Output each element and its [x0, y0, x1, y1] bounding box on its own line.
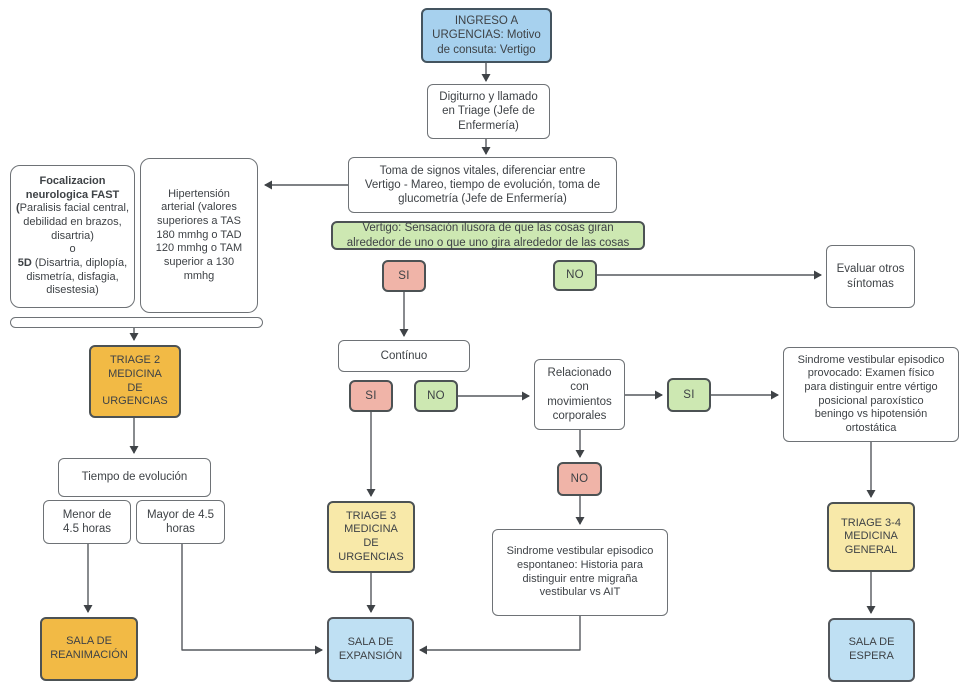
node-evaluar-otros-sintomas: Evaluar otros síntomas [826, 245, 915, 308]
node-sindrome-provocado: Sindrome vestibular episodico provocado:… [783, 347, 959, 442]
focalizacion-text-5d: (Disartria, diplopía, dismetría, disfagi… [26, 256, 128, 297]
node-relacionado-movimientos: Relacionado con movimientos corporales [534, 359, 625, 430]
node-menor-45-horas-label: Menor de 4.5 horas [62, 508, 112, 535]
decision-no-2-label: NO [427, 389, 445, 402]
decision-no-3: NO [557, 462, 602, 496]
node-digiturno: Digiturno y llamado en Triage (Jefe de E… [427, 84, 550, 139]
focalizacion-bold-fast: Focalizacion neurologica FAST ( [15, 175, 120, 215]
merge-bar [10, 317, 263, 328]
node-continuo-label: Contínuo [380, 349, 428, 362]
focalizacion-bold-5d: 5D [17, 256, 32, 269]
node-triage-3-4-label: TRIAGE 3-4 MEDICINA GENERAL [841, 516, 901, 556]
node-toma-signos: Toma de signos vitales, diferenciar entr… [348, 157, 617, 213]
node-sindrome-provocado-label: Sindrome vestibular episodico provocado:… [797, 353, 945, 434]
node-tiempo-evolucion: Tiempo de evolución [58, 458, 211, 497]
decision-no-1: NO [553, 260, 597, 291]
decision-si-3-label: SI [683, 388, 695, 401]
decision-no-1-label: NO [566, 269, 584, 282]
decision-si-3: SI [667, 378, 711, 412]
decision-si-2: SI [349, 380, 393, 412]
node-relacionado-movimientos-label: Relacionado con movimientos corporales [547, 367, 612, 422]
node-sala-expansion: SALA DE EXPANSIÓN [327, 617, 414, 682]
decision-si-1: SI [382, 260, 426, 292]
node-continuo: Contínuo [338, 340, 470, 372]
node-triage-2: TRIAGE 2 MEDICINA DE URGENCIAS [89, 345, 181, 418]
node-focalizacion-neurologica-label: Focalizacion neurologica FAST (Paralisis… [11, 174, 134, 299]
node-mayor-45-horas: Mayor de 4.5 horas [136, 500, 225, 544]
node-ingreso-urgencias-label: INGRESO A URGENCIAS: Motivo de consuta: … [432, 15, 541, 56]
decision-no-2: NO [414, 380, 458, 412]
focalizacion-text-o: o [69, 243, 76, 256]
node-sala-espera: SALA DE ESPERA [828, 618, 915, 682]
connector-mayor-expansion [181, 544, 323, 655]
node-hipertension-arterial: Hipertensión arterial (valores superiore… [140, 158, 258, 313]
node-ingreso-urgencias: INGRESO A URGENCIAS: Motivo de consuta: … [421, 8, 552, 63]
node-sala-reanimacion: SALA DE REANIMACIÓN [40, 617, 138, 681]
node-triage-3-label: TRIAGE 3 MEDICINA DE URGENCIAS [338, 509, 404, 563]
node-sindrome-espontaneo-label: Sindrome vestibular episodico espontaneo… [506, 545, 654, 599]
node-hipertension-arterial-label: Hipertensión arterial (valores superiore… [155, 187, 243, 282]
node-tiempo-evolucion-label: Tiempo de evolución [81, 471, 188, 484]
decision-no-3-label: NO [570, 472, 589, 485]
node-toma-signos-label: Toma de signos vitales, diferenciar entr… [364, 164, 601, 206]
decision-si-2-label: SI [365, 389, 377, 402]
decision-si-1-label: SI [398, 269, 410, 282]
node-vertigo-definicion-label: Vertigo: Sensación ilusora de que las co… [346, 222, 630, 249]
node-triage-3: TRIAGE 3 MEDICINA DE URGENCIAS [327, 501, 415, 573]
node-triage-3-4: TRIAGE 3-4 MEDICINA GENERAL [827, 502, 915, 572]
node-sindrome-espontaneo: Sindrome vestibular episodico espontaneo… [492, 529, 668, 616]
focalizacion-text-fast: Paralisis facial central, debilidad en b… [19, 202, 130, 242]
node-triage-2-label: TRIAGE 2 MEDICINA DE URGENCIAS [102, 354, 168, 408]
node-sala-expansion-label: SALA DE EXPANSIÓN [338, 635, 403, 662]
connector-espontaneo-expansion [419, 616, 581, 655]
node-sala-reanimacion-label: SALA DE REANIMACIÓN [50, 635, 128, 661]
node-mayor-45-horas-label: Mayor de 4.5 horas [146, 508, 215, 535]
node-digiturno-label: Digiturno y llamado en Triage (Jefe de E… [439, 91, 538, 132]
node-vertigo-definicion: Vertigo: Sensación ilusora de que las co… [331, 221, 645, 250]
node-sala-espera-label: SALA DE ESPERA [848, 636, 895, 662]
node-evaluar-otros-sintomas-label: Evaluar otros síntomas [836, 263, 905, 290]
node-focalizacion-neurologica: Focalizacion neurologica FAST (Paralisis… [10, 165, 135, 308]
node-menor-45-horas: Menor de 4.5 horas [43, 500, 131, 544]
